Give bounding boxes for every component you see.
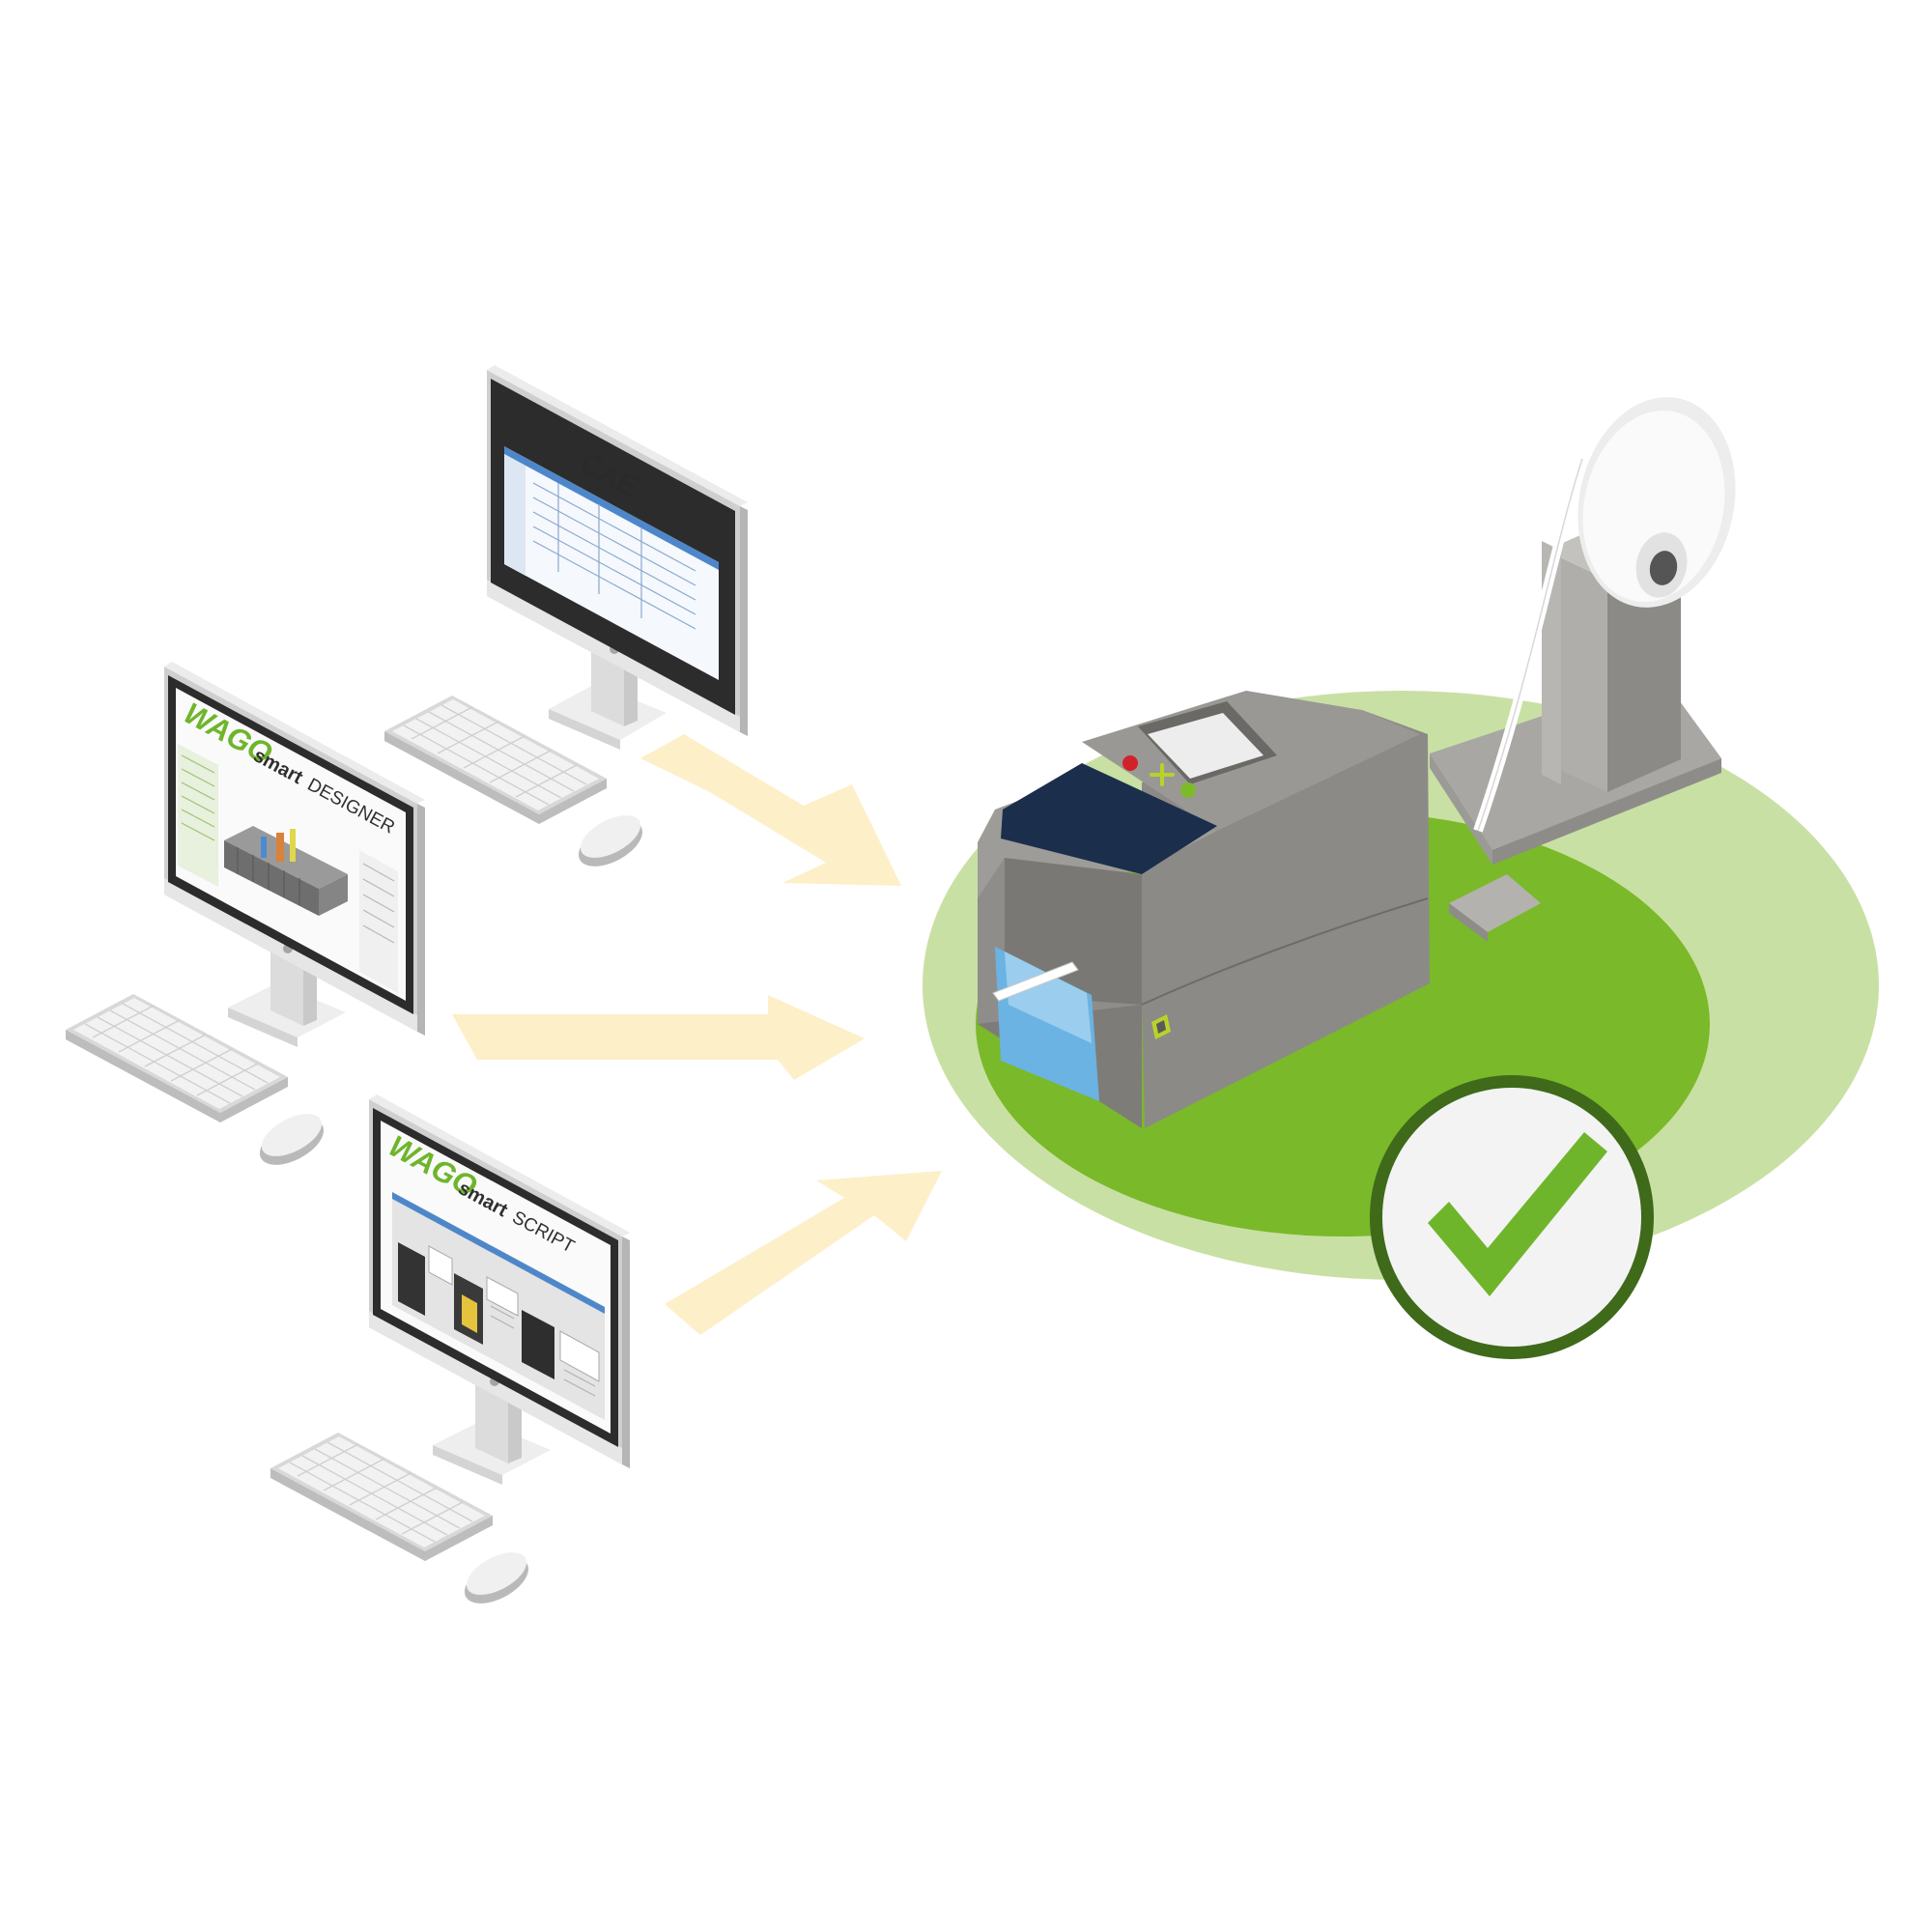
printed-label: [992, 961, 1079, 1002]
flow-arrows: [452, 734, 942, 1335]
mouse-icon: [464, 1552, 529, 1604]
monitor-cae: CAE: [384, 365, 748, 867]
mouse-icon: [259, 1114, 325, 1165]
monitor-designer: WAGO smart DESIGNER: [66, 662, 425, 1165]
monitor-script: WAGO smart SCRIPT: [270, 1094, 630, 1604]
keyboard-icon: [66, 994, 288, 1122]
printer-stop-button: [1122, 755, 1138, 771]
checkmark-icon: [1370, 1075, 1654, 1359]
printer-icon: [978, 691, 1430, 1128]
printer-ok-button: [1180, 782, 1196, 798]
check-mark: [1428, 1132, 1607, 1296]
arrow-bottom: [665, 1171, 942, 1335]
mouse-icon: [578, 815, 643, 867]
printer-control-panel: [1001, 763, 1217, 874]
arrow-top: [640, 734, 901, 886]
keyboard-icon: [270, 1433, 493, 1561]
arrow-middle: [452, 995, 865, 1080]
keyboard-icon: [384, 696, 607, 824]
label-roll-icon: [1430, 397, 1736, 942]
